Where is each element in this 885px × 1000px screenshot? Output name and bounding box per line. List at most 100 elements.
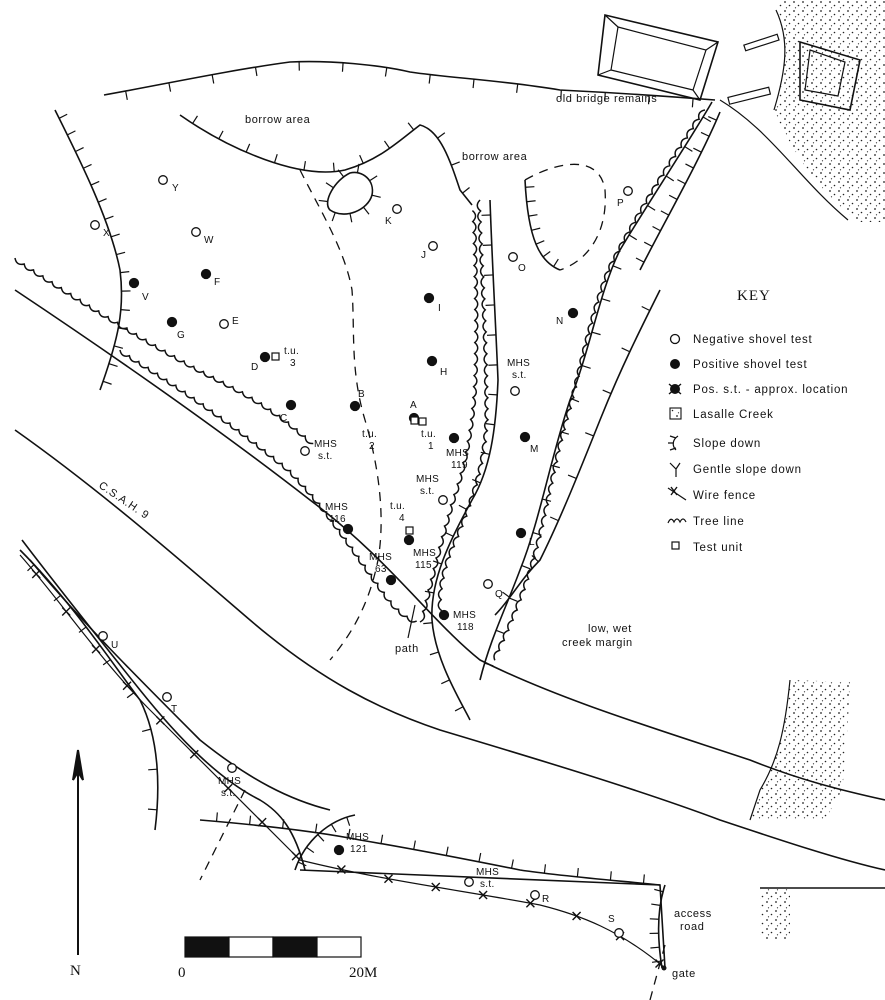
shovel-test-I: I (423, 292, 441, 314)
shovel-test-K: K (385, 204, 402, 227)
slope-tick (218, 130, 224, 140)
key-item-slope: Slope down (668, 435, 760, 451)
slope-creek-west (431, 199, 499, 721)
svg-text:1: 1 (428, 441, 434, 452)
slope-tick (332, 162, 335, 172)
treeline-creek-inner (437, 199, 490, 612)
slope-tick (549, 516, 559, 522)
test-units: t.u.3 t.u.2 t.u.1 t.u.4 (271, 346, 436, 535)
fence-x-icon (667, 486, 687, 501)
gentle-slope-hill (524, 163, 606, 271)
slope-borrow-edge (179, 114, 473, 206)
fence-x-mark (431, 882, 441, 892)
shovel-test-X: X (90, 220, 110, 239)
svg-text:Pos. s.t. - approx. location: Pos. s.t. - approx. location (693, 384, 848, 396)
north-arrow: N (70, 749, 84, 979)
slope-southwest (19, 549, 159, 831)
slope-tick (147, 808, 158, 811)
slope-tick (303, 161, 307, 171)
slope-tick (495, 629, 505, 635)
shovel-test-N: N (556, 307, 579, 327)
slope-tick (423, 622, 433, 625)
slope-tick (346, 816, 351, 826)
shovel-test-C: C (280, 399, 297, 424)
slope-tick (108, 363, 118, 368)
scale-start-label: 0 (178, 965, 186, 981)
slope-tick (53, 594, 62, 602)
lasalle-creek-north-bank-e (773, 9, 786, 111)
slope-tick (362, 206, 370, 215)
treeline-creek-east (493, 109, 706, 661)
slope-tick (654, 888, 664, 893)
fence-x-mark (223, 783, 233, 793)
shovel-test-G: G (166, 316, 185, 341)
slope-tick (168, 82, 172, 92)
svg-text:t.u.: t.u. (421, 429, 436, 440)
slope-tick (668, 194, 678, 200)
slope-tick (591, 331, 601, 336)
slope-creek-margin (494, 289, 661, 616)
road-north-edge (14, 289, 885, 801)
creek-margin-label-1: low, wet (588, 623, 632, 635)
treeline-site-east (419, 210, 479, 623)
shovel-test-F: F (200, 268, 220, 288)
fence-x-mark (61, 607, 71, 616)
stipple-box-icon (669, 407, 682, 420)
slope-tick (462, 187, 470, 194)
svg-text:I: I (438, 303, 441, 314)
fence-x-mark (257, 817, 267, 827)
scale-bar: 0 20M (178, 936, 377, 981)
slope-tick (628, 234, 638, 241)
gentle-slope-icon (669, 462, 681, 477)
slope-tick (660, 210, 670, 216)
fence-x-mark (122, 681, 132, 691)
svg-text:S: S (608, 914, 615, 925)
road-edge-southwest (21, 539, 306, 871)
slope-tick (585, 432, 594, 437)
slope-tick (102, 380, 112, 385)
slope-tick (58, 113, 68, 119)
slope-tick (641, 305, 651, 312)
slope-tick (110, 233, 120, 238)
access-road-label-1: access (674, 908, 712, 920)
slope-tick (359, 154, 364, 164)
svg-text:s.t.: s.t. (221, 788, 236, 799)
positive-dot-icon (670, 359, 680, 369)
svg-text:Tree line: Tree line (693, 516, 745, 528)
slope-tick (245, 143, 251, 153)
slope-tick (369, 175, 378, 182)
svg-text:MHS: MHS (218, 776, 241, 787)
slope-tick (317, 834, 325, 842)
key-item-creek: Lasalle Creek (669, 407, 773, 421)
slope-tick (685, 163, 694, 169)
key-title: KEY (737, 288, 771, 304)
slope-tick (83, 163, 92, 169)
slope-tick (273, 154, 278, 163)
lasalle-creek-road-edge (760, 888, 790, 940)
path-dashed-southwest (199, 789, 246, 881)
svg-text:X: X (103, 228, 110, 239)
gentle-slope-hill-hatch (524, 179, 561, 271)
gate-label: gate (672, 968, 696, 980)
slope-tick (485, 423, 495, 426)
slope-tick (383, 140, 391, 149)
slope-borrow-north (103, 60, 716, 101)
slope-tick (78, 626, 87, 633)
slope-tick (601, 298, 611, 302)
slope-tick (526, 200, 536, 203)
slope-tick (525, 186, 535, 188)
path-dashed-gate (649, 944, 666, 1000)
slope-tick (249, 815, 252, 825)
shovel-test-E: E (219, 316, 239, 329)
svg-text:MHS: MHS (453, 610, 476, 621)
square-icon (671, 541, 680, 550)
svg-text:MHS: MHS (346, 832, 369, 843)
slope-tick (407, 122, 415, 131)
shovel-test-P: P (617, 186, 633, 209)
treeline-site-south (119, 349, 417, 623)
gate-marker (661, 965, 667, 971)
